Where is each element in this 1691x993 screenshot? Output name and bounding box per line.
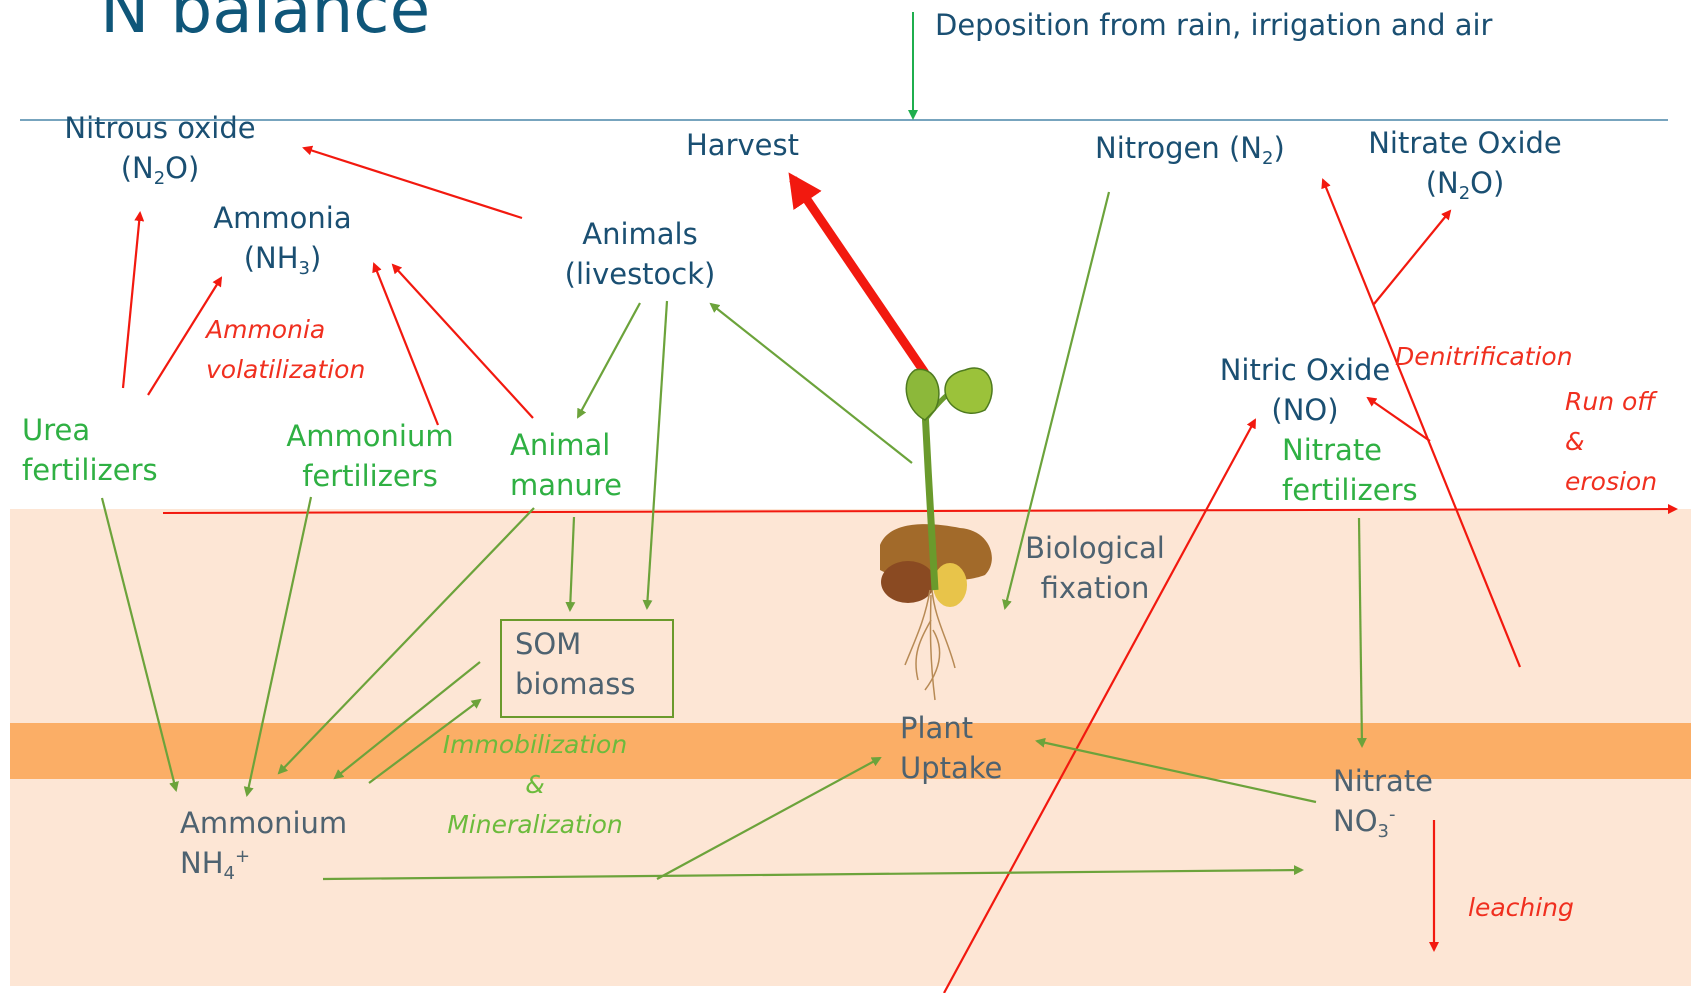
- nitrate-fert-to-nitrate-arrow: [1356, 517, 1367, 748]
- manure-to-ammonia-arrow: [391, 263, 534, 419]
- biological-fixation-label: Biological fixation: [1025, 531, 1165, 605]
- animals-to-som-arrow: [642, 300, 669, 610]
- som-biomass-label: SOM biomass: [515, 627, 636, 701]
- urea-to-nitrous-oxide-arrow: [121, 211, 145, 389]
- harvest-arrow: [788, 172, 929, 376]
- harvest-label: Harvest: [686, 128, 799, 162]
- som-biomass-box: [500, 619, 674, 718]
- immobilization-mineralization-label: Immobilization & Mineralization: [442, 730, 628, 839]
- urea-fertilizers-label: Urea fertilizers: [22, 413, 158, 487]
- ammonium-to-som-arrow: [368, 698, 482, 784]
- ammonia-volatilization-label: Ammonia volatilization: [206, 315, 366, 384]
- seedling-icon: [880, 367, 993, 701]
- denitrification-label: Denitrification: [1395, 342, 1573, 371]
- ammonium-to-nitrate-arrow: [322, 865, 1304, 881]
- ammonium-fert-to-ammonium-arrow: [243, 496, 313, 797]
- ammonium-pool-label: Ammonium NH4+: [180, 806, 348, 884]
- denitrification-to-nitrate-oxide-arrow: [1373, 209, 1452, 305]
- ammonia-label: Ammonia (NH3): [213, 201, 352, 279]
- nitrate-to-plant-uptake-arrow: [1035, 737, 1317, 804]
- manure-to-som-arrow: [565, 516, 576, 612]
- animals-to-nitrous-oxide-arrow: [302, 145, 523, 220]
- nitrous-oxide-label: Nitrous oxide (N2O): [64, 111, 256, 189]
- nitrogen-label: Nitrogen (N2): [1095, 131, 1285, 169]
- ammonium-fertilizers-label: Ammonium fertilizers: [286, 419, 454, 493]
- nitrate-fertilizers-label: Nitrate fertilizers: [1282, 433, 1418, 507]
- urea-to-ammonia-arrow: [147, 276, 223, 396]
- leaching-label: leaching: [1468, 893, 1574, 922]
- plant-to-animals-arrow: [709, 302, 913, 464]
- nitrogen-fixation-arrow: [1002, 191, 1111, 610]
- runoff-arrow: [162, 504, 1678, 515]
- ammonium-fert-to-ammonia-arrow: [372, 262, 440, 426]
- animal-manure-label: Animal manure: [510, 428, 622, 502]
- page-title: N balance: [100, 0, 431, 48]
- animals-label: Animals (livestock): [564, 217, 716, 291]
- ammonium-to-plant-uptake-arrow: [656, 757, 882, 880]
- nitrate-pool-label: Nitrate NO3-: [1333, 764, 1434, 842]
- deposition-label: Deposition from rain, irrigation and air: [935, 8, 1493, 42]
- runoff-erosion-label: Run off & erosion: [1565, 387, 1658, 496]
- plant-uptake-label: Plant Uptake: [900, 711, 1003, 785]
- urea-to-ammonium-arrow: [100, 497, 179, 792]
- nitric-oxide-emission-arrow: [943, 418, 1256, 993]
- denitrification-to-nitric-oxide-arrow: [1366, 396, 1431, 442]
- som-to-ammonium-arrow: [333, 661, 481, 780]
- manure-to-ammonium-arrow: [277, 507, 535, 775]
- nitric-oxide-label: Nitric Oxide (NO): [1219, 353, 1391, 427]
- nitrate-oxide-label: Nitrate Oxide (N2O): [1368, 126, 1562, 204]
- animals-to-manure-arrow: [577, 302, 641, 419]
- root-zone-band: [10, 723, 1691, 779]
- denitrification-line: [1321, 178, 1522, 668]
